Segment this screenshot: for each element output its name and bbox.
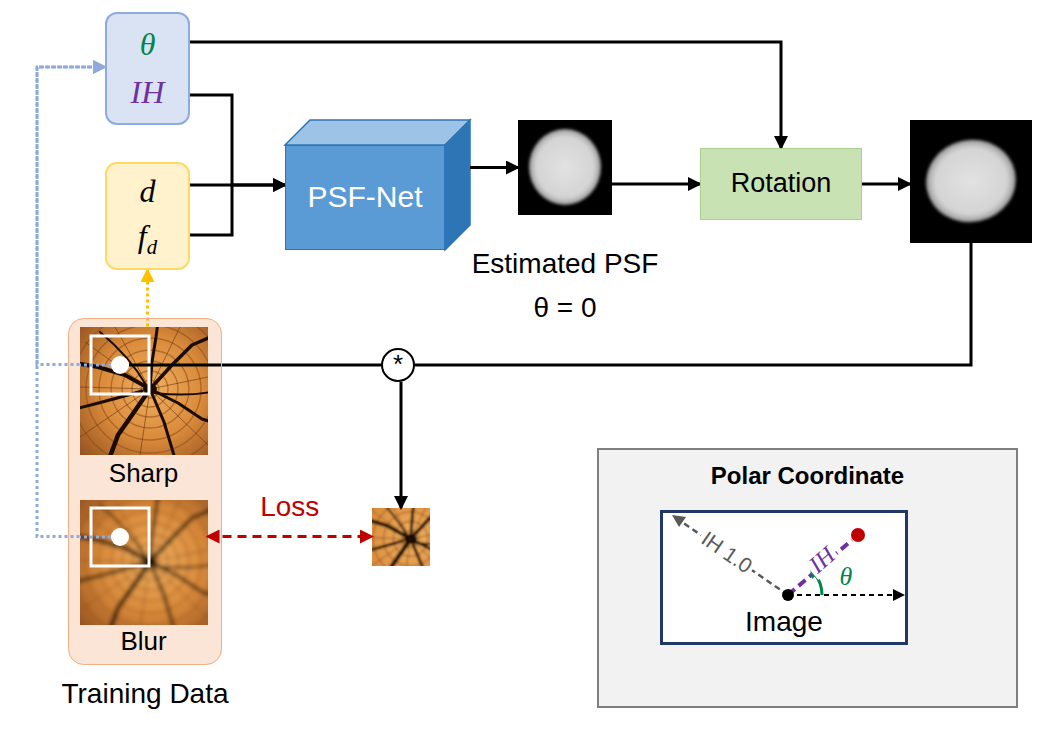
node-text: Rotation [731,168,832,199]
node-text: d [140,173,156,210]
node-text: Polar Coordinate [711,462,904,490]
convolution-circle: * [381,348,415,382]
node-text: Image [745,606,823,638]
process-box: Rotation [700,148,862,220]
connector [208,535,373,538]
psf-image: Estimated PSFθ = 0 [518,120,612,215]
output-patch [372,508,430,566]
connector [415,243,971,365]
distance-label: IH [802,540,843,580]
image-frame: Image [660,510,908,645]
node-text: IH [131,74,165,111]
distance-label: IH 1.0 [695,525,759,579]
legend-panel: Polar CoordinateImage [597,448,1018,708]
node-text: θ [140,26,156,63]
psf-image [910,120,1032,243]
angle-label: θ [840,563,853,592]
node-text: Training Data [61,678,228,710]
node-text: PSF-Net [307,180,422,215]
connector [208,364,382,367]
input-param-box: d fd [105,162,190,270]
node-text: * [393,348,403,382]
node-text: Estimated PSF [472,248,659,280]
connector [37,67,105,537]
connector [190,95,285,185]
connector [190,42,781,148]
input-param-box: θIH [105,12,190,125]
photo-image: Sharp [80,327,208,455]
node-text: θ = 0 [533,292,596,324]
connector [470,166,518,169]
connector [612,183,700,186]
connector [37,67,105,365]
data-panel: Training DataSharpBlur [68,318,222,665]
connector [862,183,910,186]
photo-image: Blur [80,500,208,625]
connector [400,382,403,508]
node-text: Blur [120,627,166,657]
network-block: PSF-Net [285,145,445,250]
edge-label: Loss [260,491,319,522]
node-text: Sharp [109,459,178,489]
node-text: fd [138,218,157,259]
connector [190,185,285,235]
